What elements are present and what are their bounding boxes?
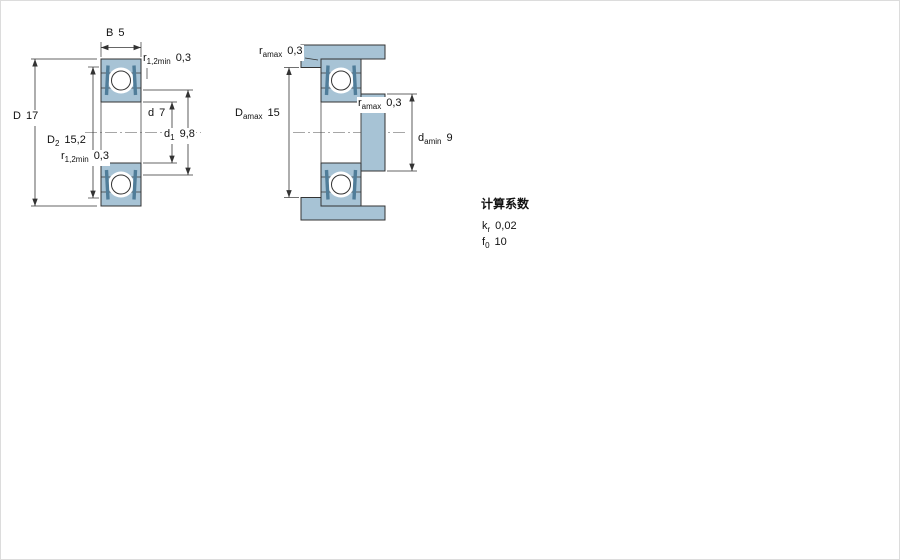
shield-2z — [132, 169, 138, 200]
dim-value: 15,2 — [64, 134, 86, 146]
dim-symbol: r — [143, 52, 147, 64]
right-view-dimensions — [284, 57, 417, 198]
dim-label-r12min-bottom: r1,2min 0,3 — [60, 150, 110, 167]
factor-kr: kr 0,02 — [481, 220, 518, 237]
factor-symbol: k — [482, 220, 488, 232]
ball — [331, 174, 351, 195]
dim-symbol: d — [164, 128, 171, 140]
dim-symbol: B — [106, 27, 114, 39]
dim-subscript: amin — [424, 137, 442, 147]
dim-value: 9 — [446, 132, 453, 144]
dim-subscript: amax — [242, 112, 263, 122]
factor-subscript: 0 — [485, 241, 490, 251]
dim-value: 7 — [159, 107, 166, 119]
dim-value: 0,3 — [287, 45, 303, 57]
dim-symbol: d — [418, 132, 425, 144]
ball — [331, 70, 351, 91]
factor-value: 0,02 — [495, 220, 517, 232]
dim-symbol: D — [47, 134, 55, 146]
dim-subscript: 2 — [54, 139, 60, 149]
dim-symbol: r — [259, 45, 263, 57]
dim-symbol: d — [148, 107, 155, 119]
dim-label-ramax-mid: ramax 0,3 — [357, 97, 403, 114]
dim-symbol: D — [13, 110, 21, 122]
dim-subscript: 1 — [170, 133, 175, 143]
dim-subscript: 1,2min — [146, 57, 171, 67]
right-view-abutment — [293, 44, 405, 221]
dim-subscript: 1,2min — [64, 155, 89, 165]
dim-subscript: amax — [361, 102, 382, 112]
ball — [111, 70, 131, 91]
shield-2z — [324, 169, 330, 200]
factor-subscript: r — [487, 225, 491, 235]
dim-value: 17 — [25, 110, 39, 122]
dim-symbol: r — [61, 150, 65, 162]
dim-value: 0,3 — [175, 52, 191, 64]
shield-2z — [104, 65, 110, 96]
shield-2z — [324, 65, 330, 96]
dim-symbol: r — [358, 97, 362, 109]
factor-f0: f0 10 — [481, 236, 508, 253]
factor-value: 10 — [494, 236, 507, 248]
dim-label-D2: D2 15,2 — [46, 134, 87, 151]
dim-value: 0,3 — [93, 150, 109, 162]
dim-label-D: D 17 — [12, 110, 40, 127]
dim-symbol: D — [235, 107, 243, 119]
dim-label-r12min-top: r1,2min 0,3 — [142, 52, 192, 69]
shield-2z — [132, 65, 138, 96]
shield-2z — [104, 169, 110, 200]
dim-subscript: amax — [262, 50, 283, 60]
dim-label-d1: d1 9,8 — [163, 128, 196, 145]
shield-2z — [352, 65, 358, 96]
dim-value: 15 — [267, 107, 280, 119]
leader-line — [304, 57, 319, 61]
factor-symbol: f — [482, 236, 486, 248]
dim-value: 5 — [118, 27, 125, 39]
dim-label-Damax: Damax 15 — [234, 107, 281, 124]
dim-value: 0,3 — [386, 97, 402, 109]
ball — [111, 174, 131, 195]
dim-label-ramax-top: ramax 0,3 — [258, 45, 304, 62]
dim-value: 9,8 — [179, 128, 195, 140]
shield-2z — [352, 169, 358, 200]
dim-label-damin: damin 9 — [417, 132, 454, 149]
factors-title: 计算系数 — [481, 197, 530, 211]
left-view-cross-section — [85, 58, 201, 207]
